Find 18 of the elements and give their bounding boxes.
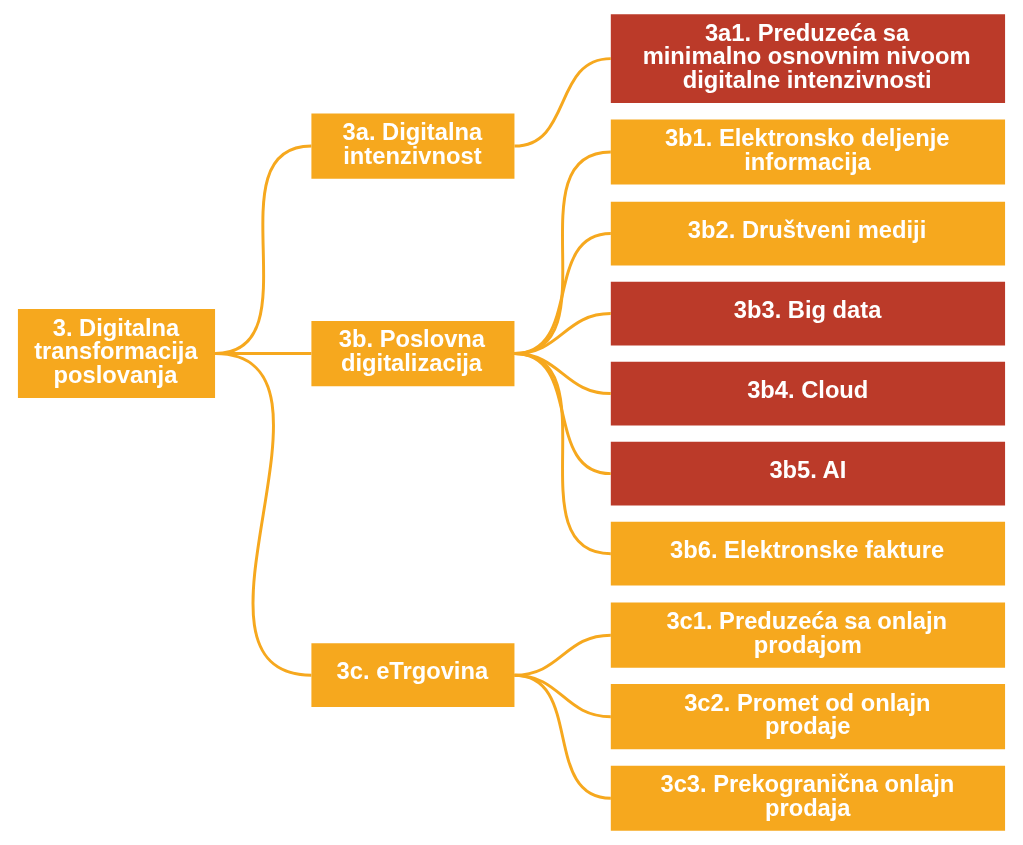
- node-box: 3. Digitalna transformacija poslovanja: [17, 309, 216, 399]
- node-box: 3b4. Cloud: [610, 361, 1006, 426]
- node-box: 3a1. Preduzeća sa minimalno osnovnim nivoom digitalne intenzivnosti: [610, 14, 1006, 104]
- connector: [514, 673, 612, 800]
- node-box: 3b6. Elektronske fakture: [610, 521, 1006, 586]
- node-box: 3c. eTrgovina: [311, 643, 515, 708]
- connector: [514, 57, 611, 148]
- connector: [214, 352, 312, 677]
- node-box: 3b. Poslovna digitalizacija: [311, 320, 515, 387]
- node-box: 3b3. Big data: [610, 281, 1006, 346]
- node-box: 3b5. AI: [610, 441, 1006, 506]
- node-box: 3c2. Promet od onlajn prodaje: [610, 684, 1006, 750]
- node-box: 3c1. Preduzeća sa onlajn prodajom: [610, 602, 1006, 668]
- node-box: 3a. Digitalna intenzivnost: [311, 113, 515, 179]
- node-box: 3b1. Elektronsko deljenje informacija: [610, 119, 1006, 185]
- node-box: 3b2. Društveni mediji: [610, 201, 1006, 266]
- node-box: 3c3. Prekogranična onlajn prodaja: [610, 765, 1006, 831]
- connector: [514, 352, 612, 556]
